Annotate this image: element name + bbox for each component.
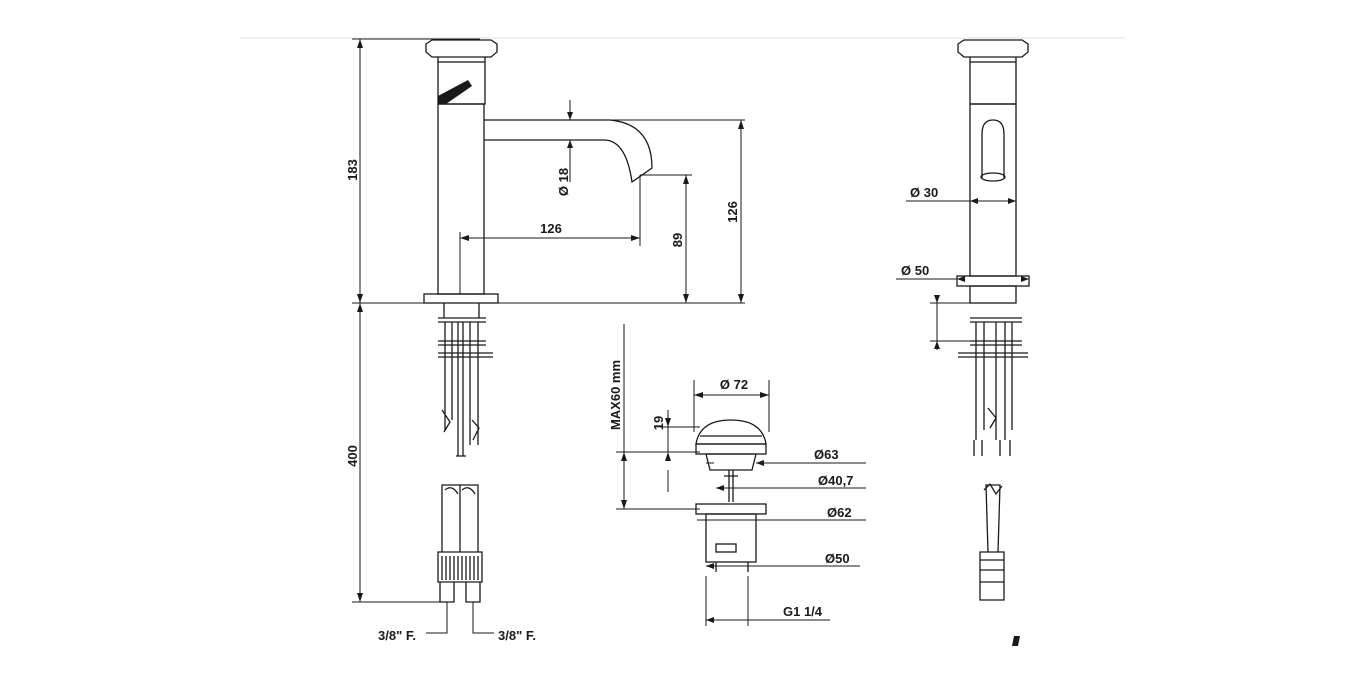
dim-spout-height: 126 bbox=[725, 201, 740, 223]
waste-body-slot bbox=[715, 543, 737, 553]
dim-body-diameter: Ø 30 bbox=[910, 185, 938, 200]
side-hose-end bbox=[979, 482, 1005, 601]
side-base-lower bbox=[969, 285, 1017, 304]
dim-thread: G1 1/4 bbox=[783, 604, 823, 619]
dim-height-183: 183 bbox=[345, 159, 360, 181]
dim-cap-height: 19 bbox=[651, 416, 666, 430]
side-mark bbox=[1012, 636, 1020, 646]
waste-thread bbox=[715, 562, 749, 572]
dim-d40: Ø40,7 bbox=[818, 473, 853, 488]
tap-fixing-studs bbox=[438, 303, 493, 457]
side-handle-hub bbox=[969, 61, 1017, 105]
dim-spout-diameter: Ø 18 bbox=[556, 168, 571, 196]
side-body bbox=[969, 103, 1017, 277]
label-connection-left: 3/8" F. bbox=[378, 628, 416, 643]
waste-body bbox=[705, 513, 757, 563]
dim-arrows-side bbox=[934, 198, 1029, 349]
dim-lines-waste bbox=[616, 324, 866, 626]
dim-lines-front bbox=[352, 38, 745, 634]
waste-flange bbox=[695, 443, 767, 455]
top-divider bbox=[240, 37, 1125, 39]
waste-stem bbox=[705, 453, 757, 502]
tap-lever-notch bbox=[438, 80, 472, 104]
tap-spout bbox=[484, 119, 653, 184]
dim-outlet-height: 89 bbox=[670, 233, 685, 247]
dim-cap-diameter: Ø 72 bbox=[720, 377, 748, 392]
dim-below-deck: 400 bbox=[345, 445, 360, 467]
dim-d63: Ø63 bbox=[814, 447, 839, 462]
side-outlet bbox=[980, 172, 1006, 182]
dim-spout-reach: 126 bbox=[540, 221, 562, 236]
waste-cap bbox=[695, 419, 767, 445]
side-handle bbox=[957, 39, 1029, 62]
tap-front-view: 183 Ø 18 126 89 126 400 3/8" F. 3/8" F. bbox=[345, 38, 745, 643]
dim-lines-side bbox=[896, 200, 1029, 350]
waste-drawing: MAX60 mm Ø 72 19 Ø63 Ø40,7 Ø62 Ø50 G1 1/… bbox=[608, 324, 866, 626]
dim-d50: Ø50 bbox=[825, 551, 850, 566]
waste-locknut bbox=[695, 503, 767, 515]
dim-base-diameter: Ø 50 bbox=[901, 263, 929, 278]
dim-max-thickness: MAX60 mm bbox=[608, 360, 623, 430]
dim-arrows-front bbox=[357, 39, 744, 602]
side-base bbox=[956, 275, 1030, 287]
tap-body bbox=[437, 103, 485, 295]
dim-d62: Ø62 bbox=[827, 505, 852, 520]
tap-base bbox=[423, 293, 499, 304]
side-spout-opening bbox=[981, 119, 1005, 178]
tap-handle bbox=[425, 39, 498, 62]
tap-flexible-hoses bbox=[437, 484, 483, 603]
side-fixing-studs bbox=[958, 317, 1028, 456]
tap-side-view: Ø 30 Ø 50 bbox=[896, 39, 1030, 646]
label-connection-right: 3/8" F. bbox=[498, 628, 536, 643]
